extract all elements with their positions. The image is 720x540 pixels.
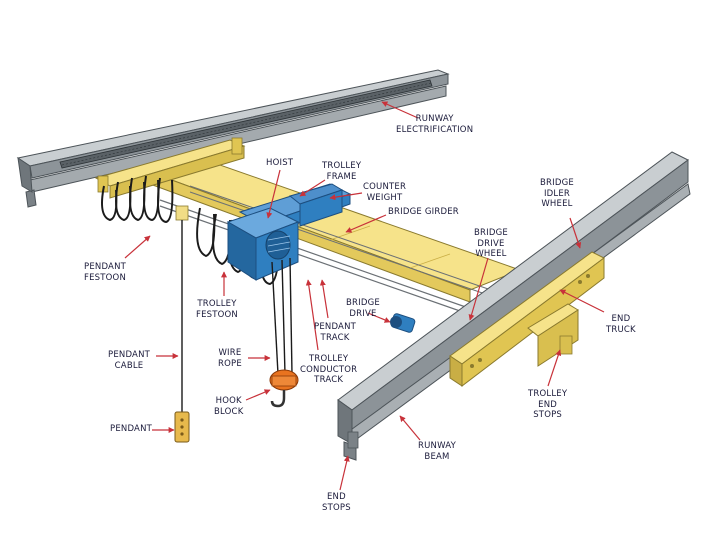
label-runway-electrification: RUNWAY ELECTRIFICATION xyxy=(396,114,474,135)
label-bridge-drive: BRIDGE DRIVE xyxy=(346,298,380,319)
label-trolley-end-stops: TROLLEY END STOPS xyxy=(528,389,568,420)
label-trolley-frame: TROLLEY FRAME xyxy=(322,161,362,182)
runway-end-stop xyxy=(347,431,359,449)
front-end-truck xyxy=(449,251,605,388)
hook-block xyxy=(269,369,299,408)
label-pendant-cable: PENDANT CABLE xyxy=(108,350,151,371)
label-end-stops: END STOPS xyxy=(322,492,351,513)
label-pendant-festoon: PENDANT FESTOON xyxy=(84,262,127,283)
pendant-festoon xyxy=(101,175,174,224)
runway-electrification-bar xyxy=(59,79,433,169)
label-end-truck: END TRUCK xyxy=(606,314,636,335)
label-hoist: HOIST xyxy=(266,158,294,168)
label-pendant-track: PENDANT TRACK xyxy=(314,322,357,343)
wire-rope xyxy=(271,257,293,375)
bridge-drive-motor xyxy=(390,313,416,333)
label-wire-rope: WIRE ROPE xyxy=(218,348,242,369)
label-bridge-drive-wheel: BRIDGE DRIVE WHEEL xyxy=(474,228,508,259)
label-trolley-festoon: TROLLEY FESTOON xyxy=(196,299,238,320)
label-hook-block: HOOK BLOCK xyxy=(214,396,244,417)
hoist xyxy=(226,207,300,281)
label-runway-beam: RUNWAY BEAM xyxy=(418,441,456,462)
leader-arrows xyxy=(124,101,605,491)
label-trolley-conductor-track: TROLLEY CONDUCTOR TRACK xyxy=(300,354,358,385)
trolley-end-stop xyxy=(527,303,579,367)
label-pendant: PENDANT xyxy=(110,424,153,434)
pendant-box xyxy=(174,411,190,443)
pendant-trolley xyxy=(175,205,189,221)
label-bridge-idler-wheel: BRIDGE IDLER WHEEL xyxy=(540,178,574,209)
label-counter-weight: COUNTER WEIGHT xyxy=(363,182,407,203)
label-bridge-girder: BRIDGE GIRDER xyxy=(388,207,459,217)
